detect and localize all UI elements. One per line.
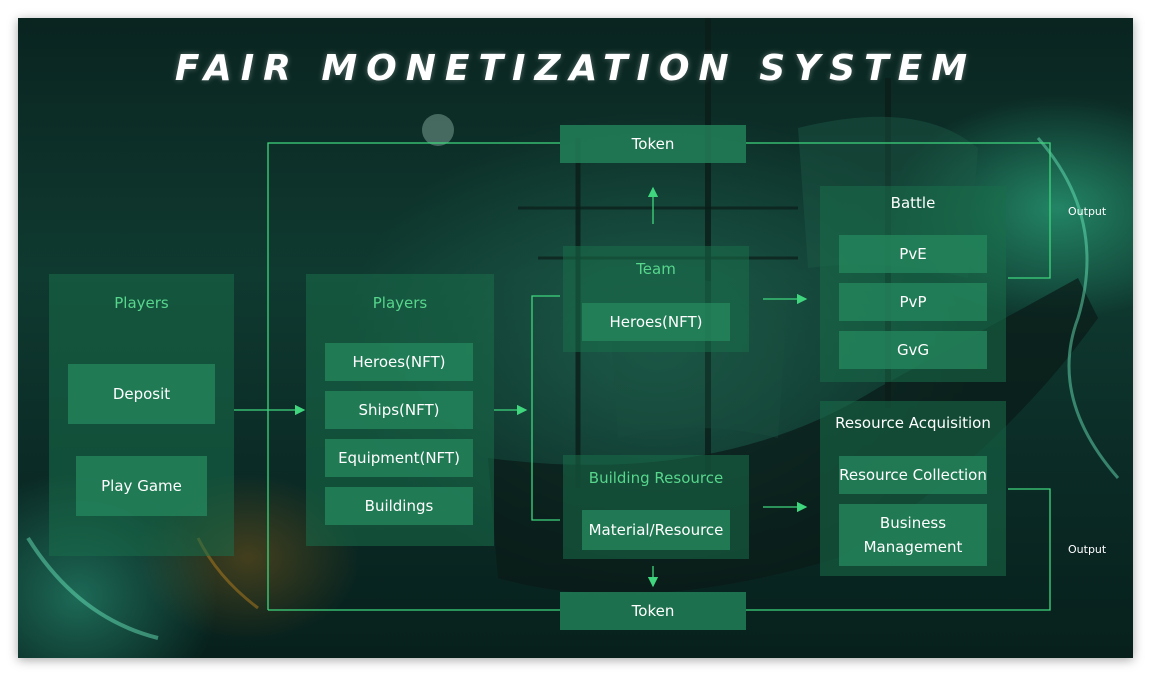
diagram-title: FAIR MONETIZATION SYSTEM: [174, 48, 977, 89]
loop-top-line: [267, 142, 560, 610]
battle-heading: Battle: [890, 194, 936, 212]
token-top-box: Token: [560, 125, 746, 163]
player-assets-heading: Players: [372, 294, 428, 312]
gvg-box: GvG: [839, 331, 987, 369]
team-heroes-nft-box: Heroes(NFT): [582, 303, 730, 341]
deposit-box: Deposit: [68, 364, 215, 424]
heroes-nft-box: Heroes(NFT): [325, 343, 473, 381]
resource-collection-box: Resource Collection: [839, 456, 987, 494]
ships-nft-box: Ships(NFT): [325, 391, 473, 429]
loop-bottom-right-line: [746, 488, 1051, 611]
players-heading: Players: [114, 294, 169, 312]
token-bottom-box: Token: [560, 592, 746, 630]
material-resource-box: Material/Resource: [582, 510, 730, 550]
slide: FAIR MONETIZATION SYSTEM: [18, 18, 1133, 658]
output-top-label: Output: [1068, 205, 1107, 218]
pve-box: PvE: [839, 235, 987, 273]
buildings-box: Buildings: [325, 487, 473, 525]
building-resource-heading: Building Resource: [588, 469, 724, 487]
business-management-box: Business Management: [839, 504, 987, 566]
branch-line: [531, 295, 560, 521]
output-bottom-label: Output: [1068, 543, 1107, 556]
resource-acquisition-heading: Resource Acquisition: [835, 414, 991, 432]
loop-top-right-line: [746, 142, 1051, 279]
flow-connectors: [234, 142, 1051, 611]
team-heading: Team: [636, 260, 676, 278]
pvp-box: PvP: [839, 283, 987, 321]
play-game-box: Play Game: [76, 456, 207, 516]
equipment-nft-box: Equipment(NFT): [325, 439, 473, 477]
